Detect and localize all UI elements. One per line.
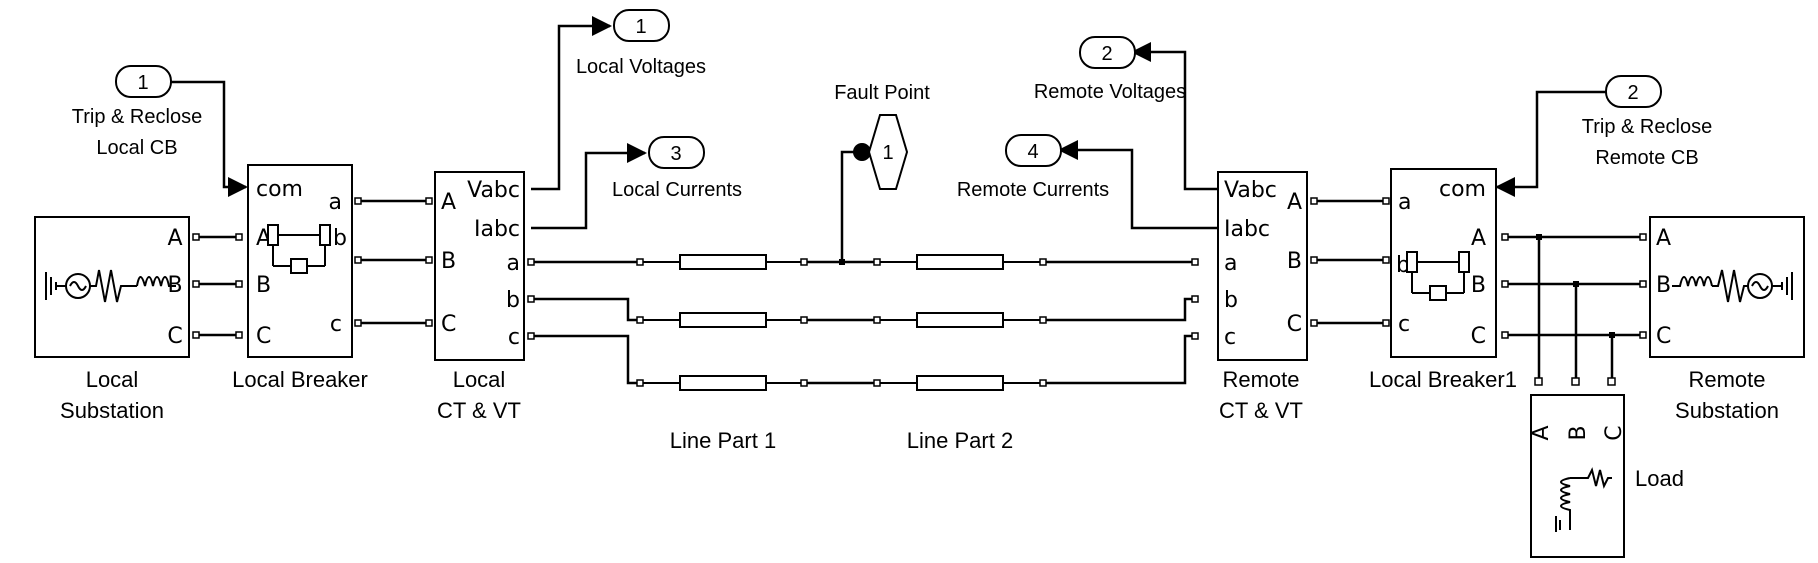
- port-a-label: A: [167, 226, 182, 251]
- block-caption: Local Breaker: [232, 367, 368, 392]
- block-caption-line2: Substation: [60, 398, 164, 423]
- port-b-in-label: b: [1224, 288, 1238, 313]
- inport-label-line2: Local CB: [96, 137, 177, 159]
- load-block[interactable]: A B C Load: [1529, 377, 1684, 558]
- line-part-2-block[interactable]: [877, 254, 1043, 391]
- outport-number: 1: [635, 16, 646, 38]
- load-port-stubs: [1534, 377, 1616, 386]
- port-b-label: B: [1656, 273, 1671, 298]
- port-c-in-label: c: [1398, 312, 1410, 337]
- block-caption-line1: Remote: [1688, 367, 1765, 392]
- outport-remote-voltages[interactable]: 2 Remote Voltages: [1034, 36, 1186, 103]
- port-iabc-label: Iabc: [1224, 217, 1270, 242]
- port-connectors: [192, 197, 1647, 387]
- goto-label: Fault Point: [834, 82, 930, 104]
- remote-ctvt-block[interactable]: Vabc Iabc a b c A B C Remote CT & VT: [1217, 171, 1308, 423]
- port-c-label: C: [1602, 425, 1627, 440]
- port-b-out-label: B: [1287, 249, 1302, 274]
- block-caption: Local Breaker1: [1369, 367, 1517, 392]
- inport-number: 2: [1627, 82, 1638, 104]
- load-rlc-icon: [1555, 467, 1612, 532]
- goto-number: 1: [882, 142, 893, 164]
- port-com-label: com: [256, 177, 303, 202]
- block-caption-line1: Local: [453, 367, 506, 392]
- wires: [171, 16, 1643, 385]
- line-part-1-caption: Line Part 1: [670, 428, 776, 453]
- inport-number: 1: [137, 72, 148, 94]
- block-caption-line2: CT & VT: [1219, 398, 1303, 423]
- port-c-label: C: [167, 324, 182, 349]
- outport-label: Local Voltages: [576, 56, 706, 78]
- junction-dots: [839, 234, 1615, 338]
- port-b-out-label: b: [506, 288, 520, 313]
- port-a-out-label: a: [507, 251, 520, 276]
- local-substation-block[interactable]: A B C Local Substation: [34, 216, 190, 423]
- block-caption-line2: Substation: [1675, 398, 1779, 423]
- outport-local-currents[interactable]: 3 Local Currents: [612, 136, 742, 201]
- block-caption-line1: Remote: [1222, 367, 1299, 392]
- local-breaker-block[interactable]: com A B C a c b Local Breaker: [232, 164, 368, 392]
- port-com-label: com: [1439, 177, 1486, 202]
- port-c-out-label: C: [1287, 312, 1302, 337]
- port-c-in-label: C: [256, 324, 271, 349]
- goto-fault-point[interactable]: 1 Fault Point: [834, 82, 930, 190]
- port-c-in-label: c: [1224, 325, 1236, 350]
- port-a-label: A: [1529, 425, 1554, 440]
- port-vabc-label: Vabc: [1224, 178, 1277, 203]
- block-caption: Load: [1635, 466, 1684, 491]
- local-breaker1-block[interactable]: a c com A B C b Local Breaker1: [1369, 168, 1517, 392]
- inport-label-line1: Trip & Reclose: [1582, 116, 1712, 138]
- line-part-1-block[interactable]: [640, 254, 804, 391]
- inport-trip-reclose-local[interactable]: 1 Trip & Reclose Local CB: [72, 65, 202, 159]
- outport-local-voltages[interactable]: 1 Local Voltages: [576, 9, 706, 78]
- port-b-in-label: B: [441, 249, 456, 274]
- port-b-out-label: b: [333, 226, 347, 251]
- outport-label: Remote Currents: [957, 179, 1109, 201]
- port-a-label: A: [1656, 226, 1671, 251]
- port-b-label: B: [167, 273, 182, 298]
- port-c-out-label: C: [1471, 324, 1486, 349]
- line-part-2-caption: Line Part 2: [907, 428, 1013, 453]
- port-b-label: B: [1566, 425, 1591, 440]
- port-a-out-label: A: [1471, 226, 1486, 251]
- port-c-label: C: [1656, 324, 1671, 349]
- outport-number: 3: [670, 143, 681, 165]
- port-vabc-label: Vabc: [467, 178, 520, 203]
- breaker-switch-icon: [267, 224, 331, 274]
- breaker-switch-icon: [1406, 251, 1470, 301]
- port-a-in-label: a: [1398, 190, 1411, 215]
- port-c-in-label: C: [441, 312, 456, 337]
- inport-label-line2: Remote CB: [1595, 147, 1698, 169]
- outport-label: Local Currents: [612, 179, 742, 201]
- remote-substation-block[interactable]: A B C Remote Substation: [1649, 216, 1805, 423]
- local-ctvt-block[interactable]: A B C Vabc Iabc a b c Local CT & VT: [434, 171, 525, 423]
- port-a-in-label: a: [1224, 251, 1237, 276]
- port-c-out-label: c: [508, 325, 520, 350]
- outport-remote-currents[interactable]: 4 Remote Currents: [957, 134, 1109, 201]
- inport-label-line1: Trip & Reclose: [72, 106, 202, 128]
- port-a-out-label: A: [1287, 190, 1302, 215]
- port-a-out-label: a: [329, 190, 342, 215]
- outport-number: 2: [1101, 43, 1112, 65]
- source-symbol-icon: [1672, 269, 1793, 303]
- port-b-out-label: B: [1471, 273, 1486, 298]
- port-iabc-label: Iabc: [474, 217, 520, 242]
- block-caption-line2: CT & VT: [437, 398, 521, 423]
- outport-label: Remote Voltages: [1034, 81, 1186, 103]
- inport-trip-reclose-remote[interactable]: 2 Trip & Reclose Remote CB: [1582, 75, 1712, 169]
- source-symbol-icon: [45, 269, 176, 303]
- port-c-out-label: c: [330, 312, 342, 337]
- outport-number: 4: [1027, 141, 1038, 163]
- block-caption-line1: Local: [86, 367, 139, 392]
- port-b-in-label: B: [256, 273, 271, 298]
- port-a-in-label: A: [441, 190, 456, 215]
